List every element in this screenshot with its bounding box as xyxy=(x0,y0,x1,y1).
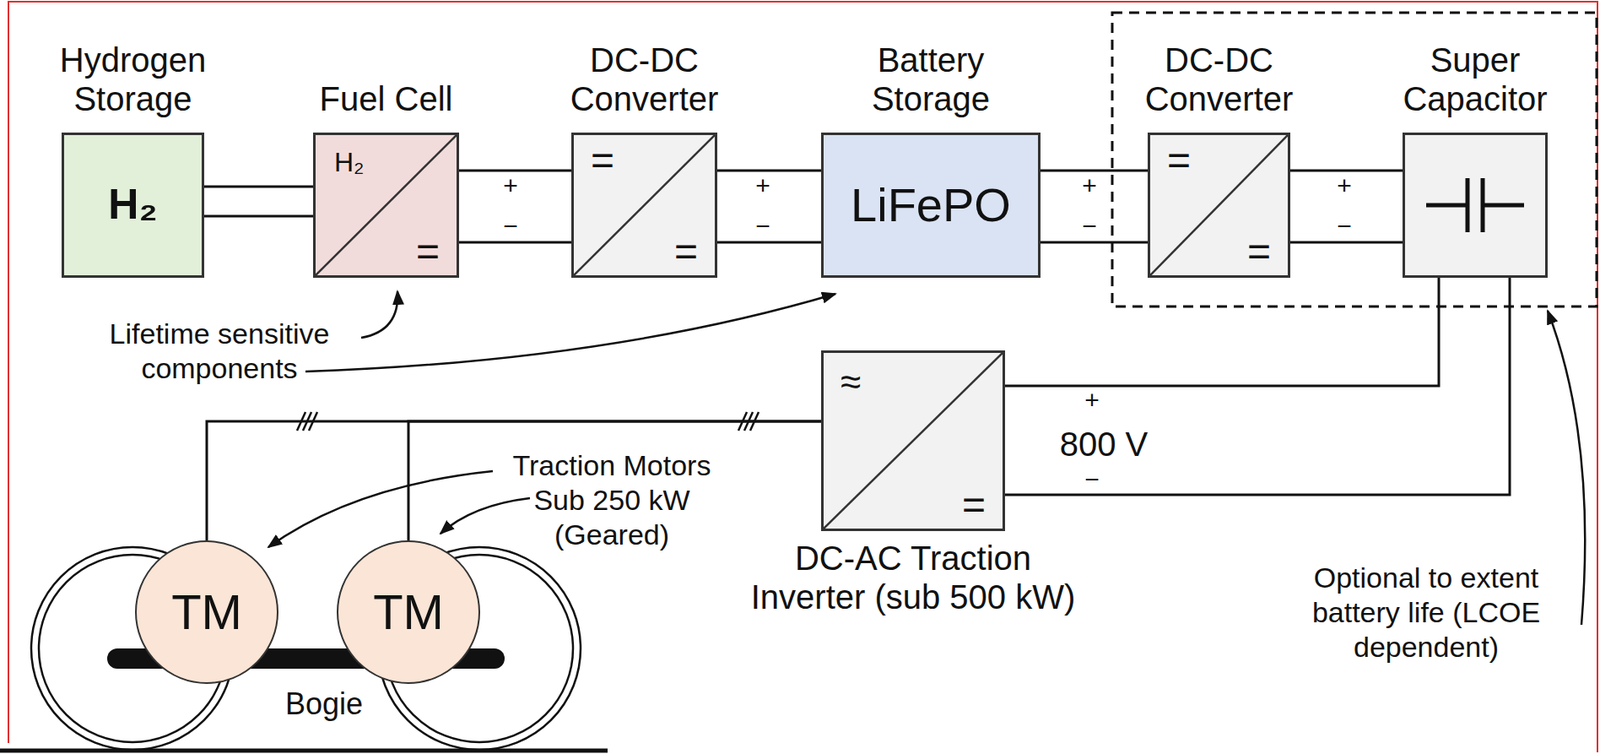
storage-box: Hydrogen StorageH₂ xyxy=(61,132,205,278)
wheels xyxy=(31,546,581,750)
rail xyxy=(0,748,608,753)
wire-connector xyxy=(717,170,822,243)
leader-line xyxy=(268,470,493,547)
wire xyxy=(1040,241,1148,244)
terminal-label: − xyxy=(502,210,519,242)
inverter-box: DC-AC Traction Inverter (sub 500 kW)≈= xyxy=(821,350,1006,531)
terminal-label: + xyxy=(1336,170,1352,201)
wire xyxy=(1290,241,1403,244)
terminal-label: + xyxy=(502,170,519,201)
diagonal-line xyxy=(823,352,1003,529)
diagonal-line xyxy=(1150,135,1288,276)
terminal-label: − xyxy=(755,210,771,242)
wire-connector xyxy=(1040,170,1148,243)
terminal-label: Bogie xyxy=(285,685,363,722)
wire xyxy=(1005,277,1510,495)
node-label: Battery Storage xyxy=(821,40,1041,119)
wire xyxy=(459,241,572,244)
wire-connector xyxy=(459,170,572,243)
terminal-label: + xyxy=(1081,170,1098,201)
node-symbol: = xyxy=(416,231,440,272)
leader-line xyxy=(440,497,530,534)
wire xyxy=(717,241,822,244)
node-label: Super Capacitor xyxy=(1373,40,1577,119)
capacitor-symbol xyxy=(1426,178,1525,233)
supercapacitor-box: Super Capacitor xyxy=(1402,132,1548,278)
node-label: TM xyxy=(136,541,277,682)
traction-motor: TM xyxy=(135,540,279,684)
terminal-label: 800 V xyxy=(1059,423,1149,465)
node-symbol: = xyxy=(590,140,615,181)
converter-box: DC-DC Converter== xyxy=(571,132,718,278)
optional-region xyxy=(1112,12,1597,307)
node-label: TM xyxy=(338,541,479,682)
terminal-label: − xyxy=(1084,464,1100,495)
node-label: Hydrogen Storage xyxy=(32,40,235,119)
fuel-cell-box: Fuel CellH₂= xyxy=(313,132,460,278)
node-symbol: = xyxy=(962,484,986,525)
leader-line xyxy=(1547,310,1585,625)
converter-box: DC-DC Converter== xyxy=(1147,132,1291,278)
node-symbol: = xyxy=(674,231,698,272)
capacitor-lead xyxy=(1482,203,1525,208)
node-label: DC-DC Converter xyxy=(1118,40,1321,119)
battery-box: Battery StorageLiFePO xyxy=(821,132,1041,278)
terminal-label: − xyxy=(1081,210,1098,242)
node-symbol: = xyxy=(1167,140,1191,181)
wire-connector xyxy=(204,186,314,217)
wire xyxy=(1005,277,1439,386)
frame-border xyxy=(8,1,1598,752)
capacitor-plate xyxy=(1465,178,1471,233)
leader-line xyxy=(305,293,836,372)
wire xyxy=(204,185,314,189)
callout-note: Traction Motors Sub 250 kW (Geared) xyxy=(489,448,735,552)
node-symbol: ≈ xyxy=(840,362,861,400)
callout-note: Optional to extent battery life (LCOE de… xyxy=(1282,560,1570,664)
terminal-label: − xyxy=(1336,210,1352,242)
capacitor-lead xyxy=(1426,203,1468,208)
wire-connector xyxy=(1290,170,1403,243)
node-symbol: = xyxy=(1247,231,1271,272)
box-symbol xyxy=(1405,135,1546,276)
terminal-label: + xyxy=(1084,384,1100,416)
node-symbol: LiFePO xyxy=(823,135,1038,276)
leader-line xyxy=(361,291,398,338)
node-label: DC-DC Converter xyxy=(543,40,746,119)
callout-note: Lifetime sensitive components xyxy=(75,316,363,386)
node-symbol: H₂ xyxy=(334,148,365,176)
traction-motor: TM xyxy=(336,540,481,684)
terminal-label: + xyxy=(755,170,771,201)
diagonal-line xyxy=(315,135,457,276)
diagonal-line xyxy=(573,135,715,276)
wire xyxy=(204,215,314,218)
node-symbol: H₂ xyxy=(64,135,202,276)
capacitor-plate xyxy=(1481,178,1486,233)
node-label: Fuel Cell xyxy=(319,79,454,119)
wire-connector xyxy=(1005,277,1510,495)
node-label: DC-AC Traction Inverter (sub 500 kW) xyxy=(744,538,1082,617)
